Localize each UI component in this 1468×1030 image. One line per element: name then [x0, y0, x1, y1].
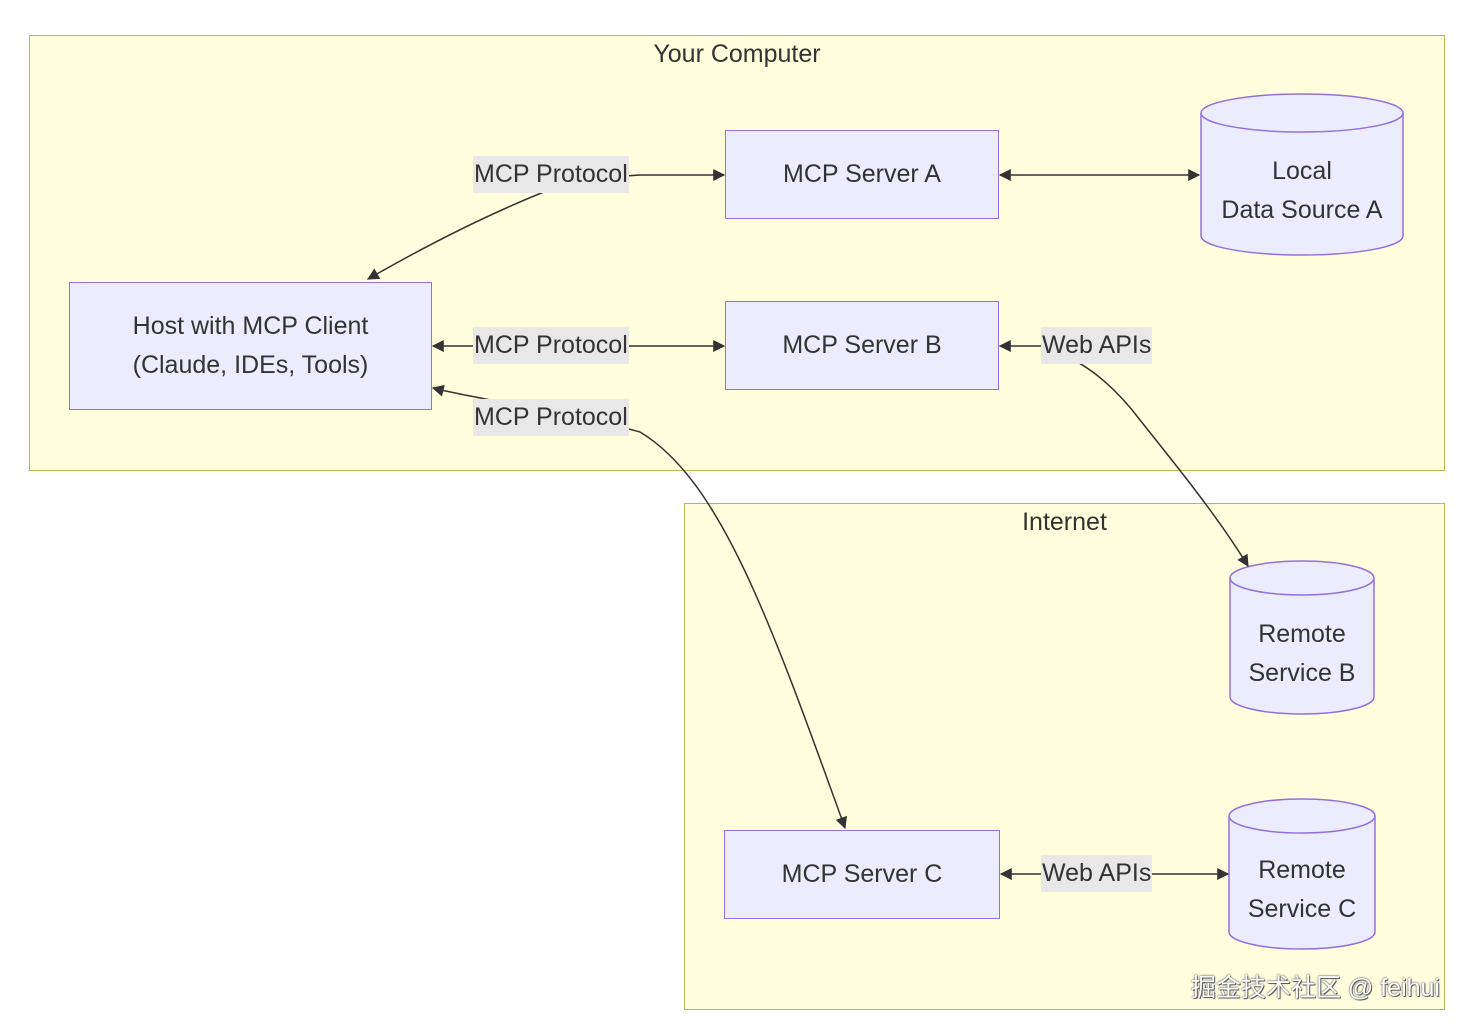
remote-b-line1: Remote [1258, 620, 1346, 648]
cylinder-label-local-a: Local Data Source A [1201, 152, 1403, 230]
node-mcp-server-a: MCP Server A [725, 130, 999, 219]
edge-label-host-server-a: MCP Protocol [473, 156, 629, 193]
edge-label-server-c-remote-c: Web APIs [1041, 855, 1153, 892]
edge-label-host-server-b: MCP Protocol [473, 327, 629, 364]
cluster-title-your-computer: Your Computer [653, 40, 821, 68]
node-mcp-server-b-label: MCP Server B [782, 331, 942, 359]
cylinder-local-data-source-a [1200, 93, 1404, 256]
cylinder-label-remote-b: Remote Service B [1230, 615, 1374, 693]
node-host-line2: (Claude, IDEs, Tools) [132, 351, 369, 379]
watermark: 掘金技术社区 @ feihui [1190, 974, 1440, 1002]
node-host-with-mcp-client: Host with MCP Client (Claude, IDEs, Tool… [69, 282, 432, 410]
cylinder-remote-service-c [1228, 798, 1376, 950]
remote-c-line1: Remote [1258, 856, 1346, 884]
cylinder-remote-service-b [1229, 560, 1375, 715]
edge-label-server-b-remote-b: Web APIs [1041, 327, 1153, 364]
local-a-line2: Data Source A [1221, 196, 1383, 224]
local-a-line1: Local [1272, 157, 1332, 185]
edge-label-host-server-c: MCP Protocol [473, 399, 629, 436]
remote-b-line2: Service B [1248, 659, 1356, 687]
node-mcp-server-a-label: MCP Server A [783, 160, 941, 188]
node-mcp-server-b: MCP Server B [725, 301, 999, 390]
remote-c-line2: Service C [1247, 895, 1357, 923]
edge-host-to-server-c [431, 384, 847, 830]
edge-server-b-to-remote-b [998, 340, 1249, 568]
node-mcp-server-c-label: MCP Server C [781, 860, 943, 888]
node-host-line1: Host with MCP Client [132, 312, 369, 340]
node-mcp-server-c: MCP Server C [724, 830, 1000, 919]
cylinder-label-remote-c: Remote Service C [1229, 851, 1375, 929]
